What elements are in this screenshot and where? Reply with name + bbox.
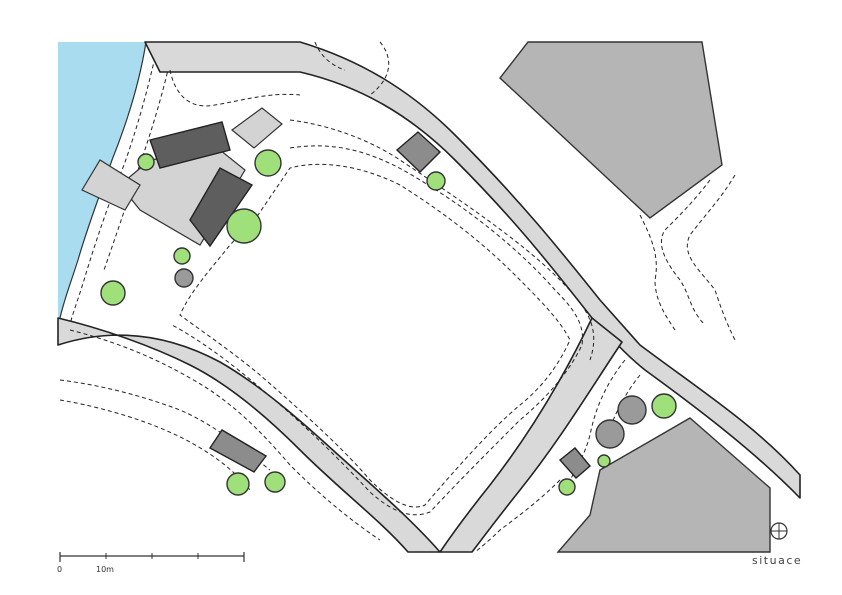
ne-contour-3 <box>686 174 736 341</box>
field-contour-3 <box>289 119 595 361</box>
field-contour-inner <box>179 163 571 508</box>
map-title: situace <box>752 554 803 567</box>
main-road <box>144 41 801 499</box>
field-contour-4 <box>169 69 301 107</box>
tree <box>558 478 576 496</box>
scale-bar <box>59 552 245 562</box>
scale-label-zero: 0 <box>57 565 63 574</box>
kiosk-south <box>208 429 268 473</box>
tree <box>264 471 286 493</box>
tree <box>426 171 446 191</box>
field-contour-7 <box>59 399 251 491</box>
tree <box>137 153 155 171</box>
field-contour-outer <box>171 145 584 516</box>
ne-contour-5 <box>639 214 676 331</box>
ne-contour-2 <box>314 41 346 71</box>
tree <box>617 395 647 425</box>
north-compass-icon <box>770 522 788 540</box>
kiosk-southeast <box>558 447 591 479</box>
field-contour-5 <box>69 329 381 541</box>
boathouse-east <box>189 167 254 248</box>
tree <box>651 393 677 419</box>
se-contour-1 <box>564 359 626 491</box>
boathouse-north <box>149 121 231 169</box>
kiosk-north <box>395 131 442 173</box>
tree <box>173 247 191 265</box>
tree <box>254 149 282 177</box>
stairs <box>231 107 283 149</box>
tree <box>226 208 262 244</box>
tree <box>100 280 126 306</box>
building-southeast <box>556 417 771 553</box>
tree <box>597 454 611 468</box>
lower-road <box>57 317 441 553</box>
building-northeast <box>499 41 723 219</box>
jetty <box>81 159 141 211</box>
scale-label-ten: 10m <box>96 565 114 574</box>
tree <box>174 268 194 288</box>
ne-contour-1 <box>369 41 390 96</box>
tree <box>595 419 625 449</box>
tree <box>226 472 250 496</box>
se-contour-3 <box>474 479 561 553</box>
